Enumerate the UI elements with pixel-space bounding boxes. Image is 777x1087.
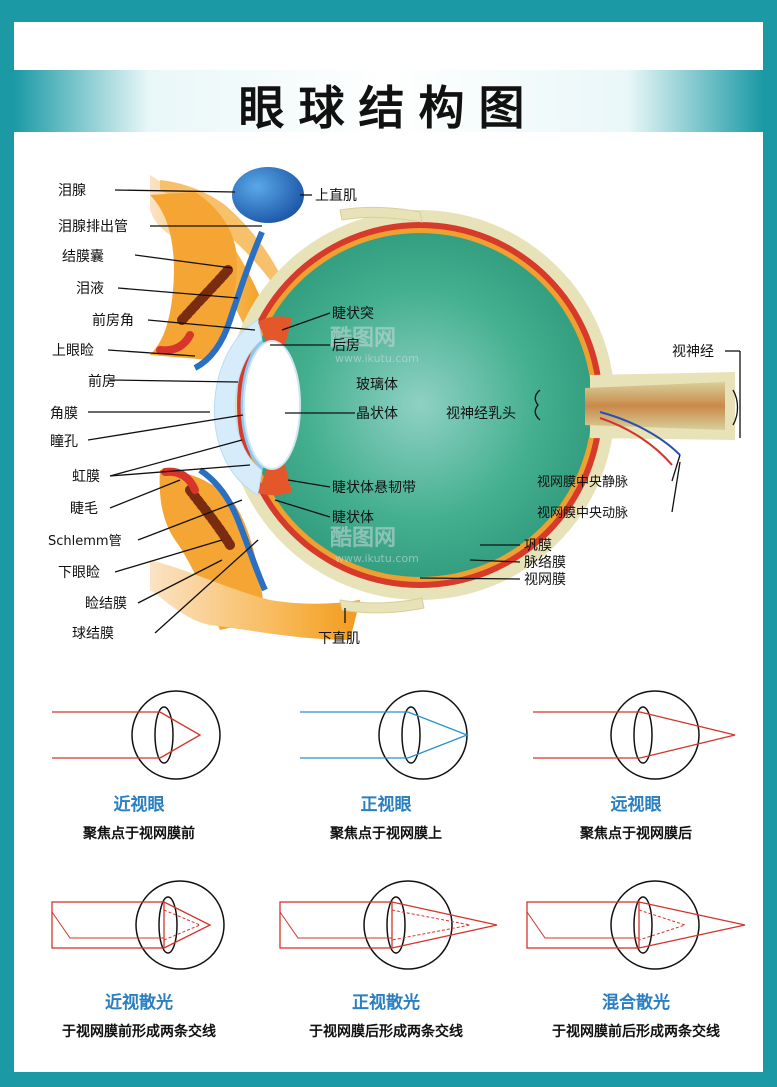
lower-tarsal-gland bbox=[185, 485, 235, 550]
lower-orbit-tissue bbox=[150, 560, 360, 640]
caption-title-mixed-astigmatism: 混合散光 bbox=[602, 992, 670, 1013]
upper-tarsal-gland bbox=[177, 265, 233, 325]
central-vein-line bbox=[599, 411, 681, 456]
label-zonule: 睫状体悬韧带 bbox=[332, 480, 416, 496]
lacrimal-gland-shape bbox=[232, 167, 304, 223]
label-bulbar-conjunctiva: 球结膜 bbox=[72, 626, 114, 642]
label-schlemm-canal: Schlemm管 bbox=[48, 534, 122, 549]
lower-conjunctiva bbox=[198, 467, 268, 592]
upper-conjunctiva bbox=[193, 230, 265, 371]
watermark-group: 酷图网 www.ikutu.com 酷图网 www.ikutu.com bbox=[330, 326, 419, 565]
refraction-hyperopia bbox=[533, 690, 736, 780]
central-artery-line bbox=[599, 417, 673, 466]
lower-eyelid-body bbox=[159, 470, 265, 630]
label-tear-fluid: 泪液 bbox=[76, 281, 104, 297]
caption-desc-mixed-astigmatism: 于视网膜前后形成两条交线 bbox=[552, 1023, 720, 1040]
label-lens: 晶状体 bbox=[356, 406, 398, 422]
label-anterior-chamber-angle: 前房角 bbox=[92, 312, 134, 329]
caption-desc-myopic-astigmatism: 于视网膜前形成两条交线 bbox=[62, 1023, 216, 1040]
optic-nerve-brace bbox=[732, 389, 739, 426]
label-central-retinal-artery: 视网膜中央动脉 bbox=[537, 506, 628, 521]
vitreous-body bbox=[248, 233, 592, 577]
label-central-retinal-vein: 视网膜中央静脉 bbox=[537, 475, 628, 490]
structure-labels: 泪腺 泪腺排出管 结膜囊 泪液 前房角 上眼睑 前房 角膜 瞳孔 虹膜 睫毛 S… bbox=[48, 183, 714, 647]
label-retina: 视网膜 bbox=[524, 572, 566, 588]
title-band bbox=[14, 70, 763, 132]
label-lacrimal-gland: 泪腺 bbox=[58, 183, 86, 199]
refraction-myopic-astigmatism bbox=[51, 880, 225, 970]
label-optic-papilla: 视神经乳头 bbox=[446, 406, 516, 422]
cornea-shape bbox=[214, 319, 263, 496]
leader-lines bbox=[87, 189, 741, 634]
label-posterior-chamber: 后房 bbox=[332, 338, 360, 354]
label-lower-eyelid: 下眼睑 bbox=[58, 565, 100, 581]
label-ciliary-process: 睫状突 bbox=[332, 306, 374, 322]
page-title: 眼球结构图 bbox=[238, 81, 539, 135]
caption-desc-hyperopia: 聚焦点于视网膜后 bbox=[579, 825, 692, 842]
watermark-url-2: www.ikutu.com bbox=[335, 552, 419, 565]
label-cornea: 角膜 bbox=[50, 406, 78, 422]
label-palpebral-conjunctiva: 睑结膜 bbox=[85, 596, 127, 612]
caption-title-myopic-astigmatism: 近视散光 bbox=[105, 992, 173, 1013]
label-optic-nerve: 视神经 bbox=[672, 344, 714, 360]
label-anterior-chamber: 前房 bbox=[88, 373, 116, 390]
inferior-rectus-shape bbox=[339, 597, 425, 614]
refraction-mixed-astigmatism bbox=[526, 880, 746, 970]
watermark-brand: 酷图网 bbox=[330, 326, 396, 351]
upper-eyelid-body bbox=[150, 192, 237, 360]
lens-shape bbox=[243, 340, 301, 470]
caption-desc-emmetropia: 聚焦点于视网膜上 bbox=[329, 825, 442, 842]
caption-title-emmetropia: 正视眼 bbox=[361, 794, 412, 815]
upper-lid-margin bbox=[156, 331, 194, 355]
top-bar bbox=[20, 28, 757, 70]
caption-desc-myopia: 聚焦点于视网膜前 bbox=[82, 825, 195, 842]
label-iris: 虹膜 bbox=[72, 469, 100, 485]
caption-title-myopia: 近视眼 bbox=[114, 794, 165, 815]
label-superior-rectus: 上直肌 bbox=[315, 187, 357, 204]
caption-title-simple-astigmatism: 正视散光 bbox=[352, 992, 420, 1013]
label-pupil: 瞳孔 bbox=[50, 433, 78, 450]
label-lacrimal-duct: 泪腺排出管 bbox=[58, 219, 128, 235]
condition-captions: 近视眼 聚焦点于视网膜前 正视眼 聚焦点于视网膜上 远视眼 聚焦点于视网膜后 近… bbox=[62, 794, 720, 1040]
label-upper-eyelid: 上眼睑 bbox=[52, 343, 94, 359]
watermark-url: www.ikutu.com bbox=[335, 352, 419, 365]
optic-nerve-fibers bbox=[585, 382, 725, 430]
label-eyelash: 睫毛 bbox=[70, 501, 98, 517]
label-sclera: 巩膜 bbox=[524, 538, 552, 554]
label-inferior-rectus: 下直肌 bbox=[318, 630, 360, 647]
refraction-simple-astigmatism bbox=[279, 880, 498, 970]
watermark-brand-2: 酷图网 bbox=[330, 526, 396, 551]
caption-desc-simple-astigmatism: 于视网膜后形成两条交线 bbox=[309, 1023, 463, 1040]
label-choroid: 脉络膜 bbox=[524, 555, 566, 571]
refraction-emmetropia bbox=[300, 690, 469, 780]
caption-title-hyperopia: 远视眼 bbox=[611, 794, 662, 815]
superior-rectus-shape bbox=[339, 206, 423, 223]
label-conjunctival-sac: 结膜囊 bbox=[62, 248, 104, 265]
refraction-myopia bbox=[52, 690, 221, 780]
label-vitreous-body: 玻璃体 bbox=[356, 376, 398, 393]
label-ciliary-body: 睫状体 bbox=[332, 510, 374, 526]
lower-iris-ciliary bbox=[258, 455, 292, 496]
optic-papilla-brace bbox=[534, 389, 541, 421]
